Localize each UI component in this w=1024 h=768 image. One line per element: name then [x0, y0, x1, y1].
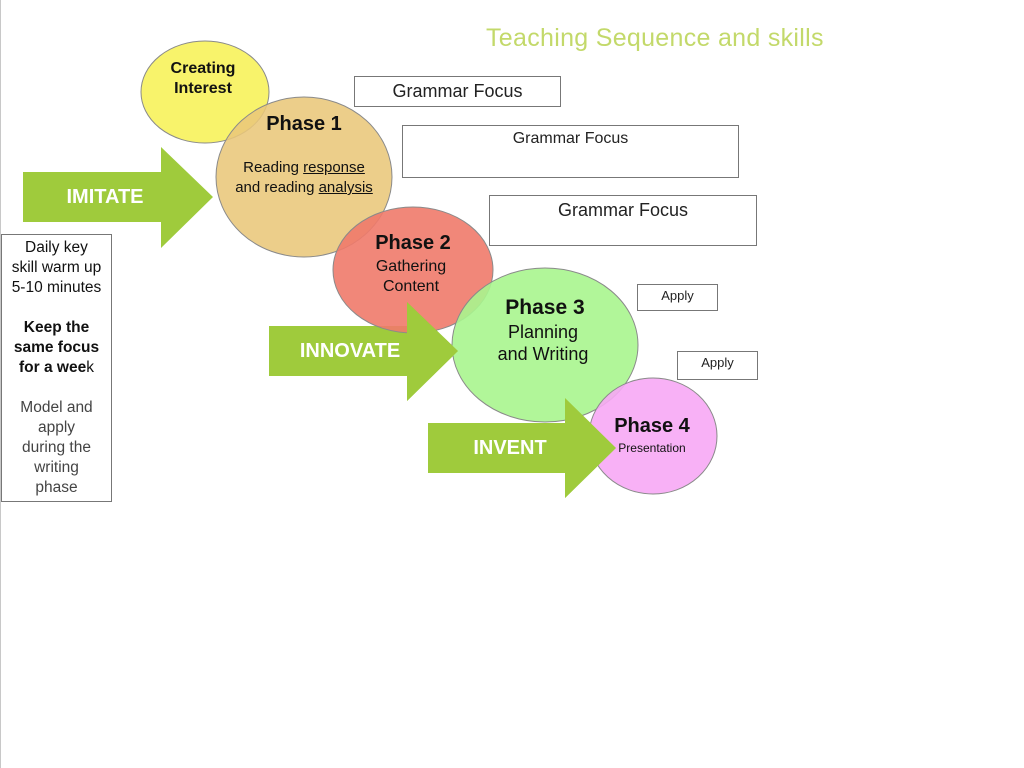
grammar-focus-label: Grammar Focus [392, 81, 523, 101]
imitate-arrow [23, 147, 213, 248]
apply-box-1: Apply [637, 284, 718, 311]
innovate-arrow-tip [407, 302, 458, 401]
side-note-line: 5-10 minutes [11, 279, 102, 296]
phase3-description: Planning and Writing [497, 322, 589, 364]
side-note-line: during the [22, 439, 91, 456]
side-note-bold-line: Keep the [23, 319, 90, 336]
innovate-label: INNOVATE [299, 340, 401, 362]
grammar-focus-label: Grammar Focus [557, 200, 689, 220]
side-note-box: Daily key skill warm up 5-10 minutes Kee… [1, 234, 112, 502]
phase1-circle [215, 96, 393, 258]
creating-interest-label: Creating Interest [170, 60, 236, 97]
page-title: Teaching Sequence and skills [486, 24, 824, 52]
side-note-line: apply [37, 419, 76, 436]
side-note-line: Daily key [25, 239, 88, 256]
apply-label: Apply [661, 288, 694, 303]
apply-label: Apply [701, 355, 734, 370]
grammar-focus-box-3: Grammar Focus [489, 195, 757, 246]
phase3-circle [451, 267, 639, 423]
phase3-title: Phase 3 [505, 296, 585, 319]
phase1-description: Reading response and reading analysis [235, 159, 373, 196]
side-note-bold-line: for a week [19, 359, 94, 376]
apply-box-2: Apply [677, 351, 758, 380]
phase4-description: Presentation [618, 441, 686, 455]
imitate-label: IMITATE [66, 186, 144, 208]
phase2-description: Gathering Content [375, 258, 447, 295]
grammar-focus-label: Grammar Focus [512, 130, 629, 147]
phase2-title: Phase 2 [375, 232, 451, 254]
creating-interest-circle [140, 40, 270, 144]
side-note-line: Model and [20, 399, 93, 416]
side-note-bold-line: same focus [13, 339, 100, 356]
side-note-line: phase [35, 479, 78, 496]
side-note-line: skill warm up [11, 259, 102, 276]
side-note-line: writing [34, 459, 79, 476]
invent-label: INVENT [473, 437, 547, 459]
grammar-focus-box-1: Grammar Focus [354, 76, 561, 107]
grammar-focus-box-2: Grammar Focus [402, 125, 739, 178]
phase1-title: Phase 1 [266, 113, 342, 135]
invent-arrow-tip [565, 398, 616, 498]
phase4-title: Phase 4 [614, 415, 690, 437]
